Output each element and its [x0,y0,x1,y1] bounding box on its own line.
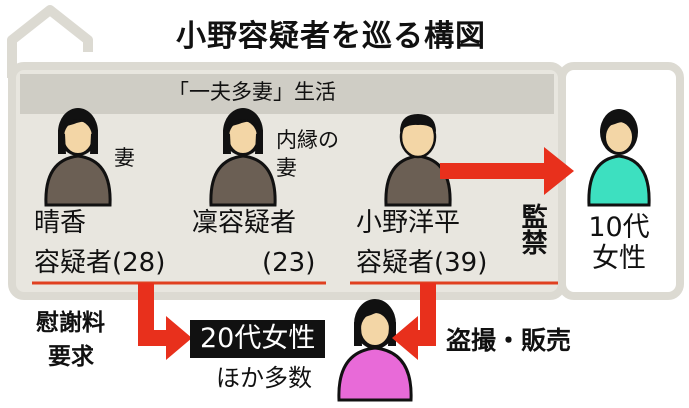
confined-woman-label-line1: 10代 [588,212,650,243]
victims-sublabel: ほか多数 [216,364,312,392]
diagram-title: 小野容疑者を巡る構図 [176,19,486,54]
consolation-line1: 慰謝料 [36,310,105,336]
rin-age: (23) [262,248,316,278]
haruka-title-age: 容疑者(28) [34,248,166,278]
house-roof [7,5,93,78]
victims-label: 20代女性 [190,320,326,358]
person-ono [384,114,452,207]
household-banner-shade [20,74,554,114]
confinement-label: 監禁 [517,203,548,261]
rin-role-line1: 内縁の [276,128,339,152]
haruka-role: 妻 [114,146,135,170]
arrow-voyeurism [392,283,436,360]
rin-name: 凜容疑者 [192,208,297,238]
household-banner: 「一夫多妻」生活 [168,80,336,104]
haruka-name: 晴香 [34,208,87,238]
person-confined-woman [587,109,651,207]
confined-woman-label-line2: 女性 [592,243,646,275]
voyeurism-label: 盗撮・販売 [446,326,572,355]
confined-woman-label: 10代 女性 [584,212,654,274]
person-victims [337,299,413,402]
person-haruka [44,108,112,207]
arrow-confinement [440,147,574,195]
ono-name: 小野洋平 [356,208,461,238]
ono-title-age: 容疑者(39) [356,248,488,278]
rin-role-line2: 妻 [276,156,297,180]
person-rin [209,108,277,207]
arrow-consolation [138,283,192,360]
consolation-line2: 要求 [48,344,94,370]
confinement-text: 監禁 [517,203,548,255]
